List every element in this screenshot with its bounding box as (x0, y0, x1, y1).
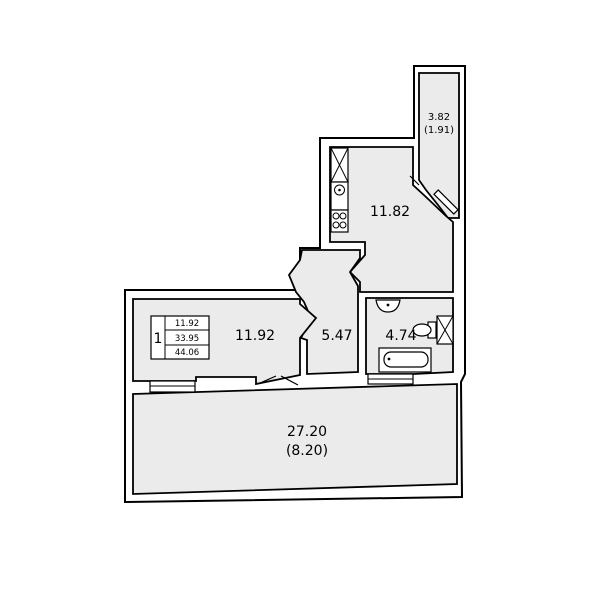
sink-icon (330, 181, 349, 211)
balcony-area: 27.20 (287, 424, 327, 440)
room-loggia-top (418, 72, 460, 219)
stove-icon (330, 209, 349, 233)
room-balcony (132, 383, 458, 495)
washing-machine-icon (436, 315, 454, 345)
toilet-icon (412, 321, 437, 339)
window-living (149, 380, 196, 393)
rooms-count: 1 (154, 331, 163, 347)
living-area: 11.92 (235, 328, 275, 344)
loggia-top-area: 3.82 (428, 112, 450, 123)
hall-area: 5.47 (321, 328, 352, 344)
loggia-door (409, 175, 459, 215)
fridge-icon (330, 147, 349, 183)
room-hall (287, 249, 361, 375)
bathtub-icon (378, 347, 432, 373)
washbasin-icon (375, 299, 401, 313)
balcony-area-reduced: (8.20) (286, 443, 328, 459)
summary-total-area-balconies: 44.06 (175, 348, 199, 358)
kitchen-area: 11.82 (370, 204, 410, 220)
summary-living-area: 11.92 (175, 319, 199, 329)
window-bathroom (367, 373, 414, 385)
room-kitchen (329, 146, 454, 293)
balcony-door (257, 375, 299, 386)
bathroom-area: 4.74 (385, 328, 416, 344)
summary-total-area: 33.95 (175, 334, 199, 344)
summary-table: 1 11.92 33.95 44.06 (150, 315, 210, 360)
loggia-top-area-reduced: (1.91) (424, 125, 454, 136)
